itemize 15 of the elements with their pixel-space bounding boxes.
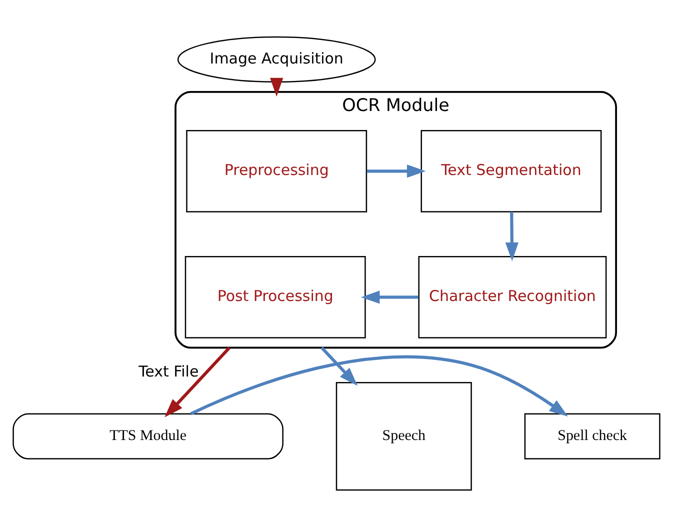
arrow [190,355,568,416]
arrow [366,164,426,178]
arrow [360,290,418,304]
node-box: Preprocessing [186,129,368,212]
arrow [270,77,284,96]
node-box: Character Recognition [418,256,607,338]
arrow [505,211,518,261]
node-box: TTS Module [12,412,284,459]
edge-label: Text File [138,362,199,380]
arrow [320,346,358,386]
node-box: Text Segmentation [420,129,602,212]
node-box: Speech [336,382,472,490]
arrow [164,346,231,417]
node-box: Spell check [524,412,660,459]
node-box: Post Processing [184,256,366,338]
